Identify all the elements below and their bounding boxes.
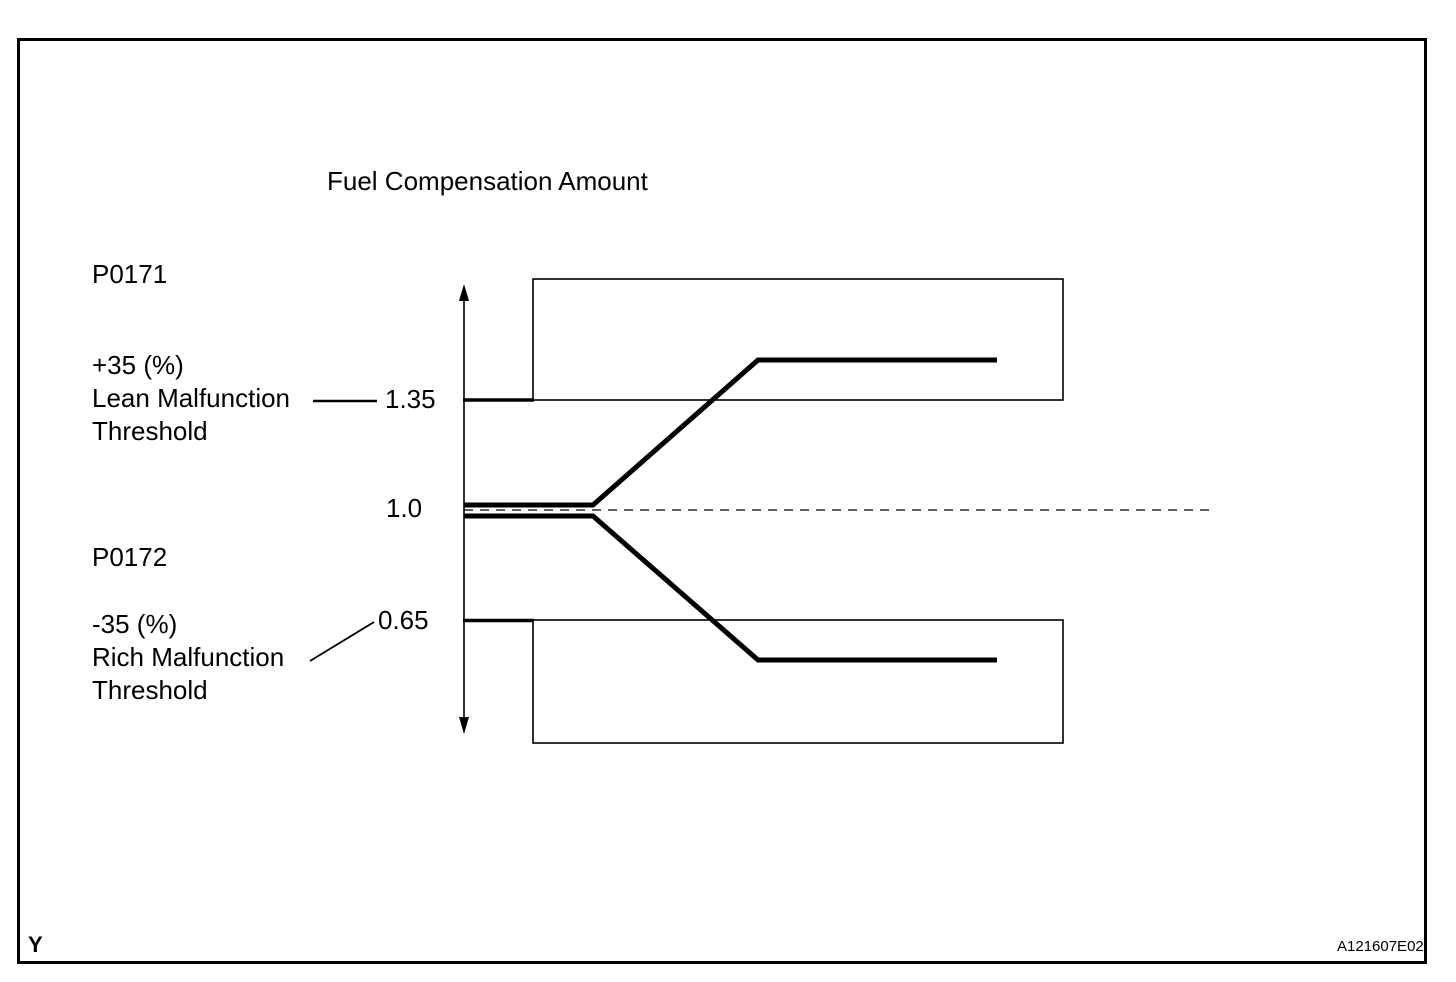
lean-dtc-code-label: P0171 (92, 259, 168, 289)
center-axis-value: 1.0 (386, 493, 423, 523)
rich-threshold-label-line3: Threshold (92, 675, 208, 705)
lean-threshold-label-line2: Lean Malfunction (92, 383, 291, 413)
rich-threshold-label-line2: Rich Malfunction (92, 642, 285, 672)
lean-trace-line (464, 357, 997, 508)
footer-y-marker: Y (28, 932, 43, 957)
rich-threshold-label: -35 (%) Rich Malfunction Threshold (92, 608, 284, 707)
rich-axis-value: 0.65 (378, 605, 429, 635)
lean-threshold-label-line3: Threshold (92, 416, 208, 446)
rich-dtc-code-label: P0172 (92, 542, 168, 572)
lean-threshold-label-line1: +35 (%) (92, 350, 184, 380)
rich-threshold-label-line1: -35 (%) (92, 609, 178, 639)
lean-axis-value: 1.35 (385, 384, 436, 414)
figure-frame (17, 38, 1427, 964)
rich-region-box (532, 619, 1064, 744)
figure-id-label: A121607E02 (1337, 938, 1424, 955)
lean-threshold-label: +35 (%) Lean Malfunction Threshold (92, 349, 290, 448)
arrow-up-icon (459, 284, 469, 301)
lean-region-box (532, 278, 1064, 401)
chart-title: Fuel Compensation Amount (327, 166, 648, 196)
rich-trace-line (464, 513, 997, 663)
rich-leader-line (309, 621, 375, 662)
arrow-down-icon (459, 717, 469, 734)
